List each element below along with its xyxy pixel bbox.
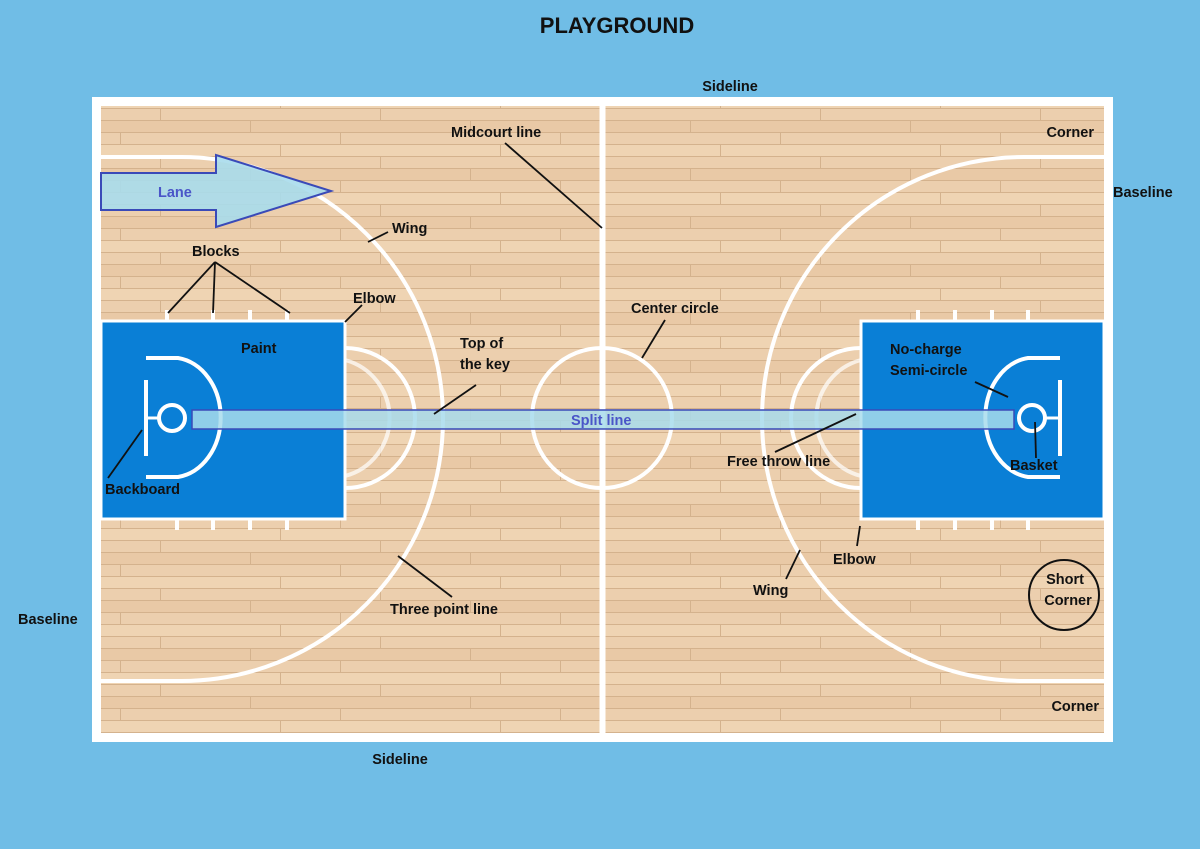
block-marks-right	[916, 310, 1030, 530]
label-split-line: Split line	[571, 413, 631, 429]
label-basket: Basket	[1010, 458, 1058, 474]
label-top-of-key-line1: Top of	[460, 336, 503, 352]
label-paint: Paint	[241, 341, 277, 357]
label-baseline-left: Baseline	[18, 612, 78, 628]
label-wing-left: Wing	[392, 221, 427, 237]
block-marks-left	[165, 310, 289, 530]
label-free-throw-line: Free throw line	[727, 454, 830, 470]
label-elbow-left: Elbow	[353, 291, 396, 307]
diagram-title: PLAYGROUND	[540, 13, 694, 38]
label-lane: Lane	[158, 185, 192, 201]
label-sideline-top: Sideline	[702, 79, 758, 95]
label-midcourt-line: Midcourt line	[451, 125, 541, 141]
split-line-band	[191, 409, 1015, 430]
basket-left	[157, 403, 187, 433]
lane-arrow	[100, 153, 335, 229]
short-corner-circle	[1028, 559, 1100, 631]
label-elbow-right: Elbow	[833, 552, 876, 568]
basket-right	[1017, 403, 1047, 433]
label-blocks: Blocks	[192, 244, 240, 260]
label-center-circle: Center circle	[631, 301, 719, 317]
label-short-corner-line1: Short	[1046, 572, 1084, 588]
pointer-lines	[107, 142, 1037, 598]
label-short-corner-line2: Corner	[1044, 593, 1092, 609]
label-corner-bottom: Corner	[1051, 699, 1099, 715]
label-no-charge-line2: Semi-circle	[890, 363, 967, 379]
label-backboard: Backboard	[105, 482, 180, 498]
label-wing-right: Wing	[753, 583, 788, 599]
label-top-of-key-line2: the key	[460, 357, 510, 373]
label-no-charge-line1: No-charge	[890, 342, 962, 358]
label-sideline-bottom: Sideline	[372, 752, 428, 768]
label-corner-top: Corner	[1046, 125, 1094, 141]
label-three-point-line: Three point line	[390, 602, 498, 618]
label-baseline-right: Baseline	[1113, 185, 1173, 201]
